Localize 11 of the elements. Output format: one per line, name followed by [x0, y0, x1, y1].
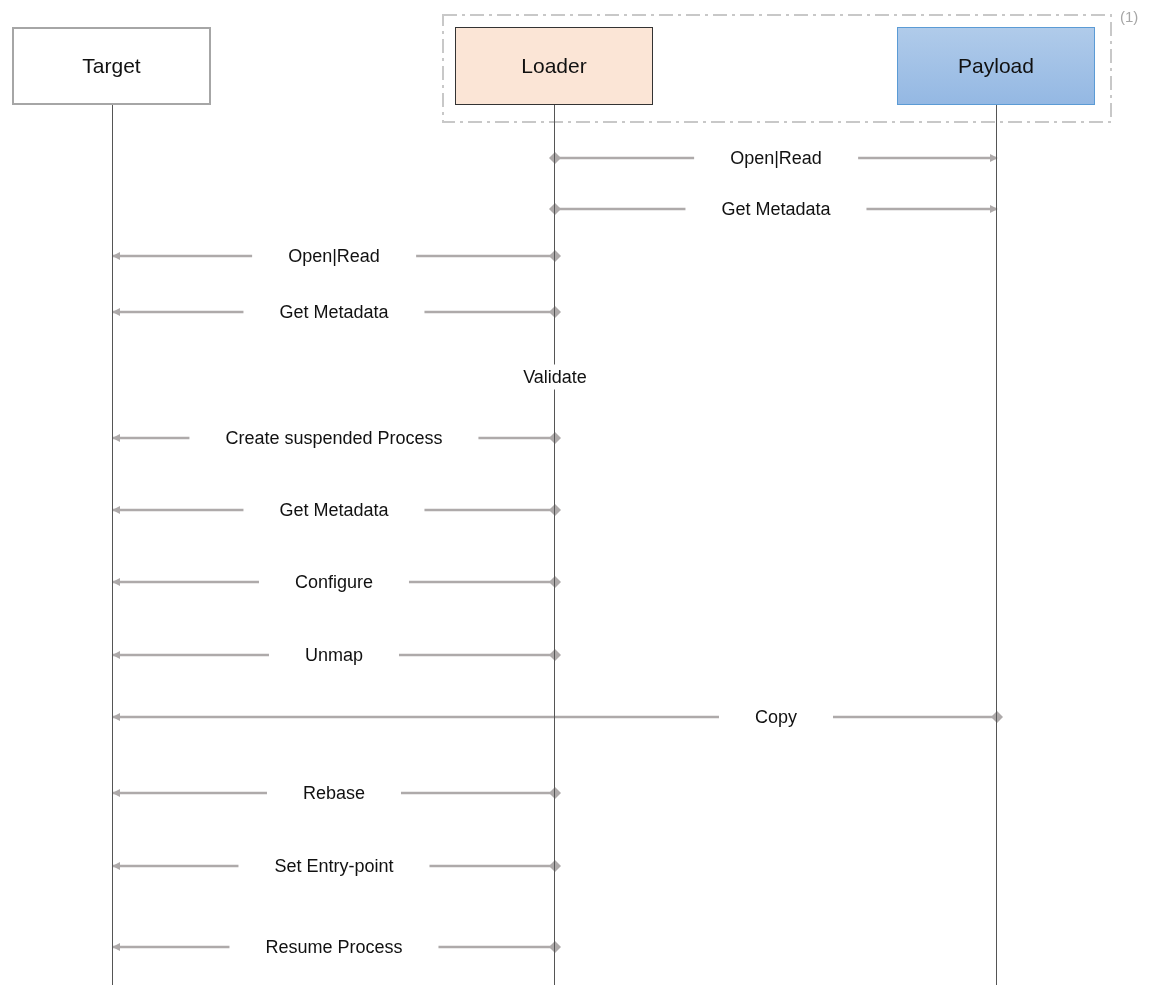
participant-name: Target [82, 54, 141, 78]
lifeline [996, 105, 998, 985]
group-number: (1) [1120, 8, 1139, 25]
participant-box [12, 27, 211, 105]
participant-name: Payload [958, 54, 1034, 78]
group-frame [442, 14, 1112, 123]
participant-box [455, 27, 653, 105]
participant-box [897, 27, 1095, 105]
lifeline [554, 105, 556, 985]
lifeline [112, 105, 114, 985]
participant-name: Loader [521, 54, 587, 78]
